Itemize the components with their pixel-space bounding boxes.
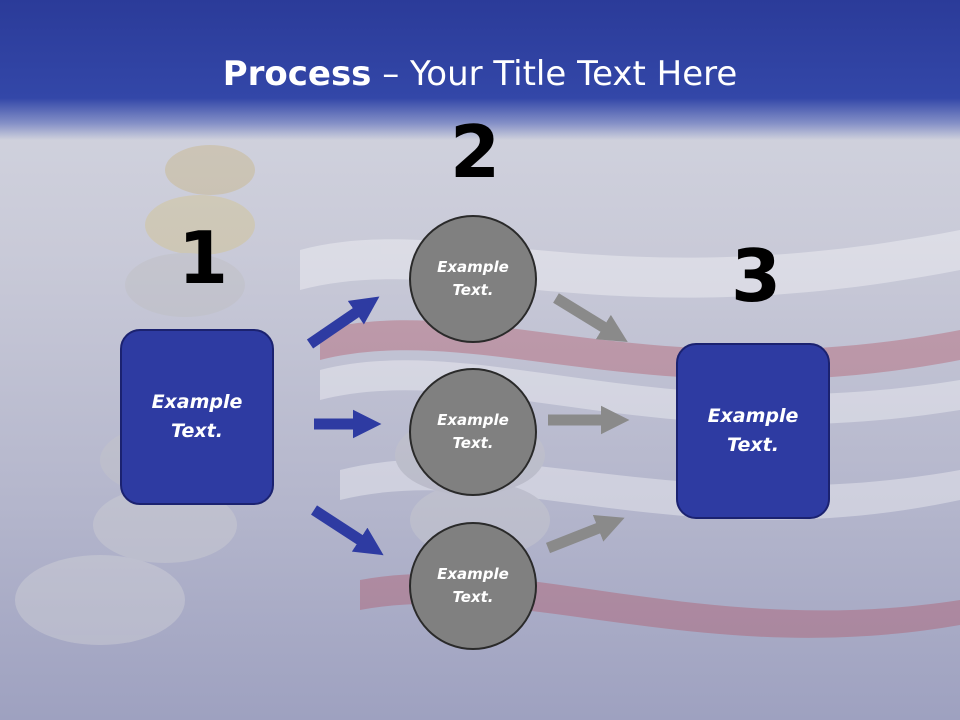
arrow-from-circle-1: [553, 293, 628, 342]
step-number-2: 2: [450, 110, 501, 194]
arrow-from-circle-3: [545, 514, 625, 554]
circle-2: Example Text.: [409, 368, 537, 496]
right-box-text: Example Text.: [707, 405, 799, 456]
left-box-text: Example Text.: [151, 391, 243, 442]
right-box: Example Text.: [676, 343, 830, 519]
circle-2-text: Example Text.: [437, 411, 509, 452]
arrow-to-circle-3: [311, 505, 384, 556]
circle-1: Example Text.: [409, 215, 537, 343]
step-number-3: 3: [731, 234, 782, 318]
slide-title: Process – Your Title Text Here: [0, 52, 960, 96]
title-bold: Process: [222, 54, 372, 94]
left-box: Example Text.: [120, 329, 274, 505]
circle-3: Example Text.: [409, 522, 537, 650]
step-number-1: 1: [178, 216, 229, 300]
title-band: [0, 0, 960, 140]
circle-1-text: Example Text.: [437, 258, 509, 299]
title-rest: – Your Title Text Here: [371, 54, 738, 94]
arrow-to-circle-1: [306, 296, 380, 349]
circle-3-text: Example Text.: [437, 565, 509, 606]
